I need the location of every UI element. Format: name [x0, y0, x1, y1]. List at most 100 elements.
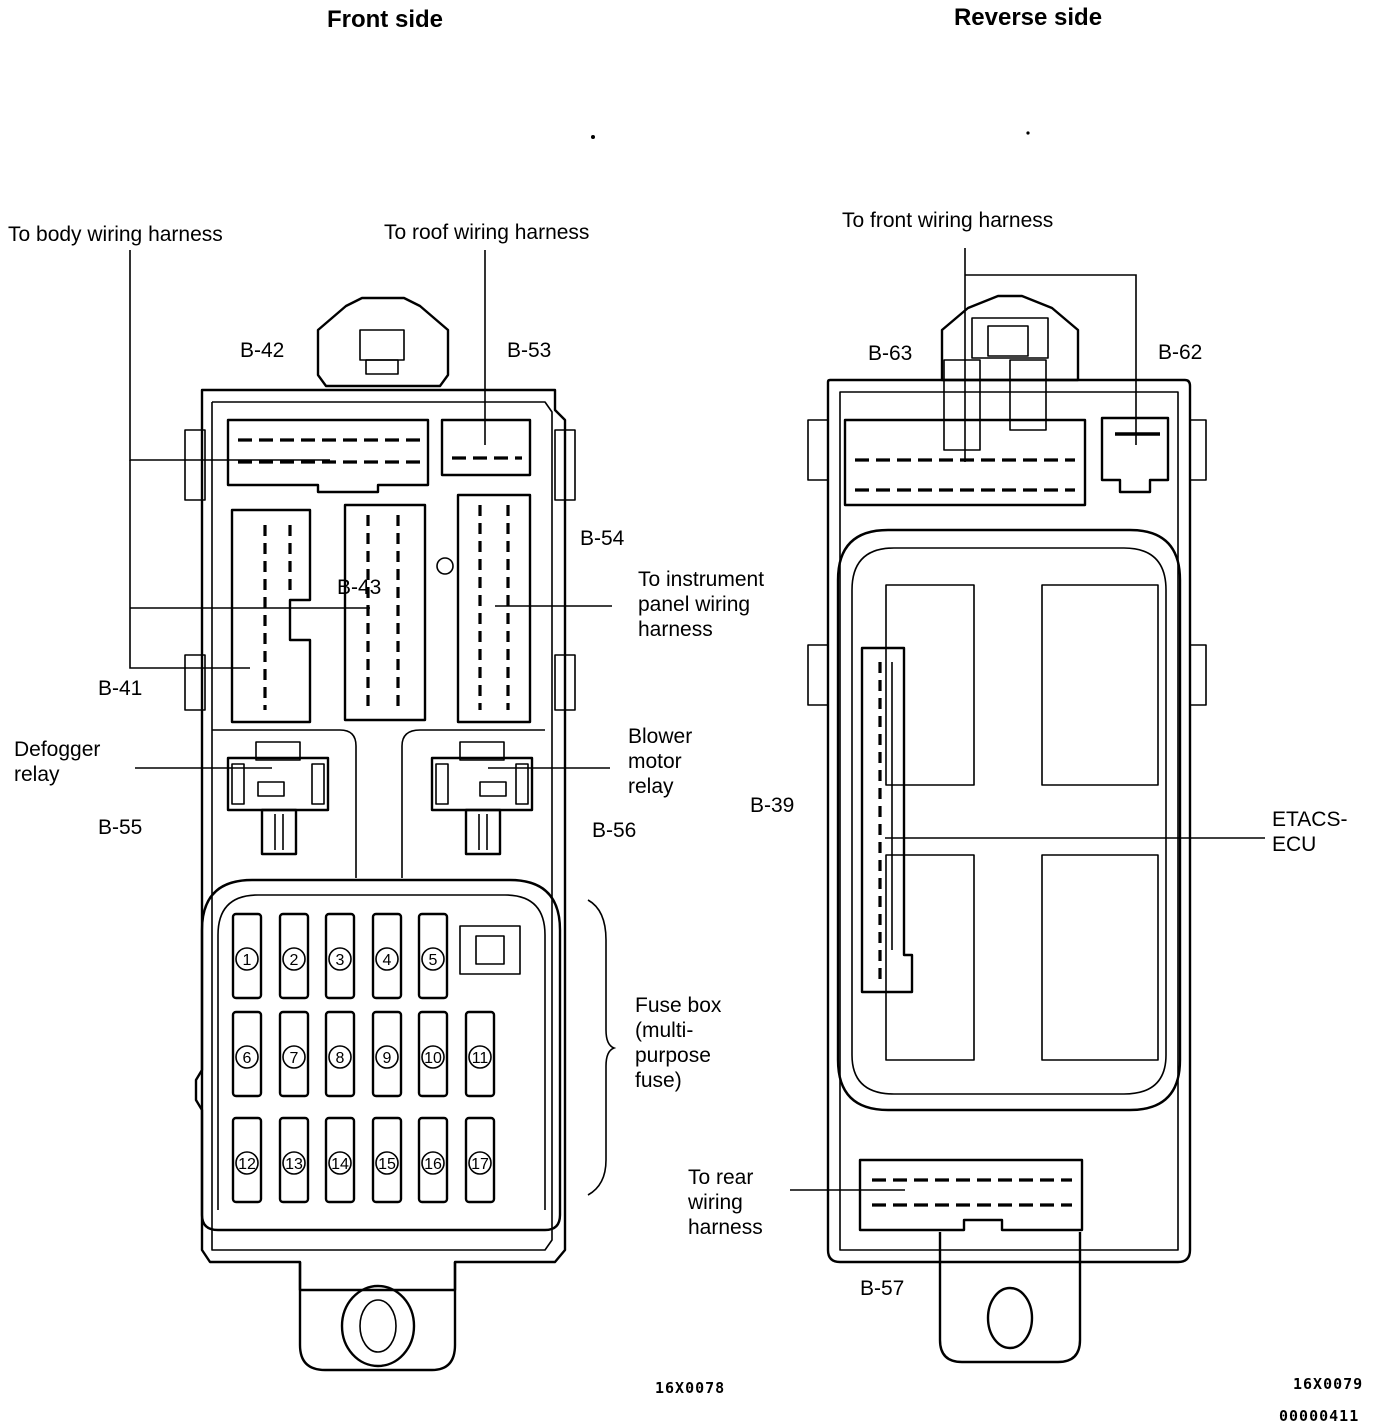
fuse-number: 6: [243, 1050, 252, 1067]
label-fusebox-2: (multi-: [635, 1019, 693, 1042]
connector-b63: [843, 418, 1087, 507]
label-defogger-1: Defogger: [14, 738, 100, 761]
fuse-13: 13: [278, 1116, 310, 1204]
label-b57: B-57: [860, 1277, 904, 1300]
ecu-cover-inner: [851, 547, 1167, 1095]
leader-body-harness-b41: [129, 460, 250, 669]
label-b42: B-42: [240, 339, 284, 362]
reverse-mount-hole: [986, 1286, 1034, 1350]
leader-front-harness-b62: [965, 274, 1137, 445]
label-fusebox-4: fuse): [635, 1069, 682, 1092]
fuse-number: 3: [336, 952, 345, 969]
front-housing-inner: [211, 401, 553, 1251]
fuse-number-ring: [421, 1045, 445, 1069]
front-left-clip-1: [184, 429, 206, 501]
connector-b41: [230, 508, 312, 724]
fuse-8: 8: [324, 1010, 356, 1098]
front-center-hole: [436, 557, 454, 575]
label-rear-3: harness: [688, 1216, 763, 1239]
label-instrument-2: panel wiring: [638, 593, 750, 616]
fuse-number: 14: [331, 1156, 349, 1173]
fuse-number: 2: [290, 952, 299, 969]
blower-partition: [401, 729, 545, 878]
fuse-number: 10: [424, 1050, 442, 1067]
fuse-number-ring: [328, 1045, 352, 1069]
front-right-clip-1: [554, 429, 576, 501]
label-fusebox-1: Fuse box: [635, 994, 722, 1017]
fuse-17: 17: [464, 1116, 496, 1204]
connector-b42: [226, 418, 430, 494]
fuse-puller-grip: [475, 935, 505, 965]
label-b54: B-54: [580, 527, 625, 550]
connector-b54: [456, 493, 532, 724]
fuse-number-ring: [328, 1151, 352, 1175]
fuse-5: 5: [417, 912, 449, 1000]
fuse-number: 17: [471, 1156, 489, 1173]
label-blower-1: Blower: [628, 725, 692, 748]
label-instrument-3: harness: [638, 618, 713, 641]
b63-latch-right: [1009, 359, 1047, 431]
fuse-number: 12: [238, 1156, 256, 1173]
ecu-window-top-left: [885, 584, 975, 786]
label-b56: B-56: [592, 819, 636, 842]
label-etacs-1: ETACS-: [1272, 808, 1347, 831]
fuse-10: 10: [417, 1010, 449, 1098]
front-right-clip-2: [554, 654, 576, 711]
ecu-window-bottom-right: [1041, 854, 1159, 1061]
fuse-number-ring: [375, 1151, 399, 1175]
reverse-side-view: Reverse side: [687, 4, 1362, 1425]
fuse-number-ring: [375, 1045, 399, 1069]
fusebox-bracket: [587, 899, 617, 1196]
fuse-number-ring: [421, 947, 445, 971]
fuse-number: 11: [472, 1050, 489, 1067]
label-b55: B-55: [98, 816, 142, 839]
front-mount-hole: [340, 1284, 416, 1368]
label-b62: B-62: [1158, 341, 1202, 364]
fuse-number-ring: [282, 947, 306, 971]
fuse-14: 14: [324, 1116, 356, 1204]
fuse-number-ring: [282, 1151, 306, 1175]
fuse-number-ring: [235, 1151, 259, 1175]
label-front-harness: To front wiring harness: [842, 209, 1053, 232]
reverse-housing-inner: [839, 391, 1179, 1251]
fuse-3: 3: [324, 912, 356, 1000]
fuse-number: 5: [429, 952, 438, 969]
fuse-number: 7: [290, 1050, 299, 1067]
fuse-number-ring: [468, 1151, 492, 1175]
front-figure-code: 16X0078: [655, 1379, 725, 1397]
reverse-top-clip-tab: [987, 325, 1029, 357]
label-b53: B-53: [507, 339, 551, 362]
reverse-top-clip-latch: [971, 317, 1049, 359]
fuse-puller: [459, 925, 521, 975]
reverse-side-title: Reverse side: [954, 4, 1102, 31]
connector-b43: [343, 503, 427, 722]
ecu-window-top-right: [1041, 584, 1159, 786]
label-rear-2: wiring: [687, 1191, 743, 1214]
connector-b62: [1100, 416, 1170, 494]
front-top-clip: [316, 296, 450, 388]
fuse-16: 16: [417, 1116, 449, 1204]
fuse-number: 15: [378, 1156, 396, 1173]
fuse-number: 4: [383, 952, 392, 969]
fuse-number-ring: [421, 1151, 445, 1175]
reverse-speck: [1026, 131, 1030, 135]
ecu-cover-outline: [836, 528, 1182, 1112]
label-rear-1: To rear: [688, 1166, 753, 1189]
b63-latch-left: [943, 359, 981, 451]
label-fusebox-3: purpose: [635, 1044, 711, 1067]
front-mount-hole-inner: [359, 1299, 397, 1353]
fuse-number-ring: [282, 1045, 306, 1069]
relay-b55: [226, 741, 330, 856]
front-side-view: Front side: [8, 6, 764, 1397]
fuse-number: 9: [383, 1050, 392, 1067]
ecu-window-bottom-left: [885, 854, 975, 1061]
front-speck: [591, 135, 595, 139]
fuse-11: 11: [464, 1010, 496, 1098]
leader-body-harness-b42: [129, 250, 330, 461]
label-b63: B-63: [868, 342, 912, 365]
connector-b57: [858, 1158, 1084, 1232]
fuse-9: 9: [371, 1010, 403, 1098]
reverse-mount-tab: [938, 1232, 1082, 1364]
